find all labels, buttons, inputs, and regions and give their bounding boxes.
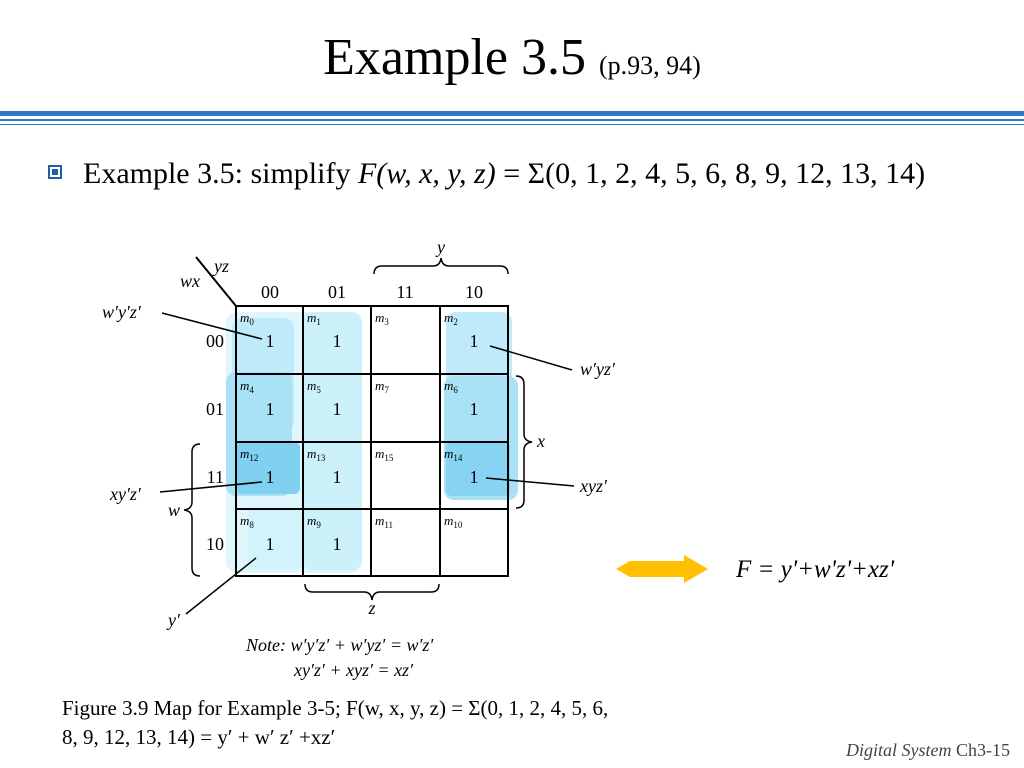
- col-header-00: 00: [261, 282, 279, 302]
- cell-value-m14: 1: [470, 467, 479, 487]
- cell-value-m13: 1: [333, 467, 342, 487]
- minterm-label-m3: m3: [375, 310, 389, 327]
- bullet-square-icon: [48, 165, 62, 179]
- pointer-wpyzp: [489, 345, 573, 371]
- cell-value-m9: 1: [333, 534, 342, 554]
- title-rule-mid: [0, 119, 1024, 121]
- slide-footer: Digital System Ch3-15: [846, 740, 1010, 761]
- bullet-args: (w, x, y, z): [376, 157, 496, 190]
- footer-course: Digital System: [846, 740, 952, 760]
- cell-value-m1: 1: [333, 331, 342, 351]
- brace-right-x: [515, 375, 533, 509]
- kmap-grid: [235, 305, 509, 577]
- caption-line-2: 8, 9, 12, 13, 14) = y′ + w′ z′ +xz′: [62, 725, 336, 749]
- term-label-right: xyz′: [579, 476, 608, 496]
- row-header-11: 11: [207, 467, 224, 487]
- cell-value-m8: 1: [266, 534, 275, 554]
- row-variable-label: wx: [180, 271, 200, 291]
- pointer-wpypzp: [161, 312, 263, 340]
- bullet-point-text: Example 3.5: simplify F(w, x, y, z) = Σ(…: [83, 152, 1003, 196]
- group-m14-overlap: [446, 442, 510, 496]
- term-label-yprime: y′: [166, 610, 181, 630]
- col-header-11: 11: [396, 282, 413, 302]
- cell-value-m2: 1: [470, 331, 479, 351]
- figure-caption: Figure 3.9 Map for Example 3-5; F(w, x, …: [62, 694, 742, 752]
- row-header-10: 10: [206, 534, 224, 554]
- bullet-square-icon-fill: [52, 169, 58, 175]
- term-label-top-right: w′yz′: [580, 359, 616, 379]
- slide-title: Example 3.5 (p.93, 94): [0, 28, 1024, 87]
- cell-value-m12: 1: [266, 467, 275, 487]
- right-arrow-icon: [616, 555, 708, 583]
- brace-bottom-z: [304, 583, 440, 601]
- kmap-corner-diagonal: [195, 256, 237, 307]
- pointer-xypzp: [159, 481, 263, 493]
- title-rule-thin: [0, 124, 1024, 125]
- slide-title-pages: (p.93, 94): [599, 51, 701, 80]
- cell-value-m4: 1: [266, 399, 275, 419]
- pointer-yprime: [185, 557, 257, 615]
- title-rule-thick: [0, 111, 1024, 116]
- brace-left-w: [183, 443, 201, 577]
- bullet-function: F: [357, 157, 377, 190]
- cell-value-m0: 1: [266, 331, 275, 351]
- col-variable-label: yz: [212, 256, 229, 276]
- brace-right-label: x: [536, 431, 545, 451]
- bullet-sum: = Σ(0, 1, 2, 4, 5, 6, 8, 9, 12, 13, 14): [495, 157, 926, 190]
- col-header-01: 01: [328, 282, 346, 302]
- note-line-2: xy′z′ + xyz′ = xz′: [293, 660, 414, 680]
- term-label-top-left: w′y′z′: [102, 302, 142, 322]
- bullet-lead: Example 3.5: simplify: [83, 157, 358, 190]
- col-header-10: 10: [465, 282, 483, 302]
- minterm-label-m11: m11: [375, 513, 393, 530]
- minterm-label-m15: m15: [375, 446, 394, 463]
- minterm-label-m10: m10: [444, 513, 463, 530]
- group-m12-overlap: [236, 442, 300, 494]
- note-line-1: Note: w′y′z′ + w′yz′ = w′z′: [245, 635, 434, 655]
- minterm-label-m7: m7: [375, 378, 389, 395]
- term-label-left: xy′z′: [109, 484, 142, 504]
- caption-line-1: Figure 3.9 Map for Example 3-5; F(w, x, …: [62, 696, 609, 720]
- brace-top-label: y: [435, 237, 445, 257]
- brace-bottom-label: z: [367, 598, 375, 618]
- footer-page: Ch3-15: [956, 740, 1010, 760]
- cell-value-m5: 1: [333, 399, 342, 419]
- pointer-xyzp: [485, 477, 575, 487]
- group-yprime-m8: [248, 508, 302, 570]
- row-header-00: 00: [206, 331, 224, 351]
- brace-top-y: [373, 257, 509, 275]
- row-header-01: 01: [206, 399, 224, 419]
- brace-left-label: w: [168, 500, 180, 520]
- slide-title-main: Example 3.5: [323, 29, 586, 86]
- arrow-shape: [616, 555, 708, 583]
- cell-value-m6: 1: [470, 399, 479, 419]
- simplified-result: F = y'+w'z'+xz': [736, 556, 895, 583]
